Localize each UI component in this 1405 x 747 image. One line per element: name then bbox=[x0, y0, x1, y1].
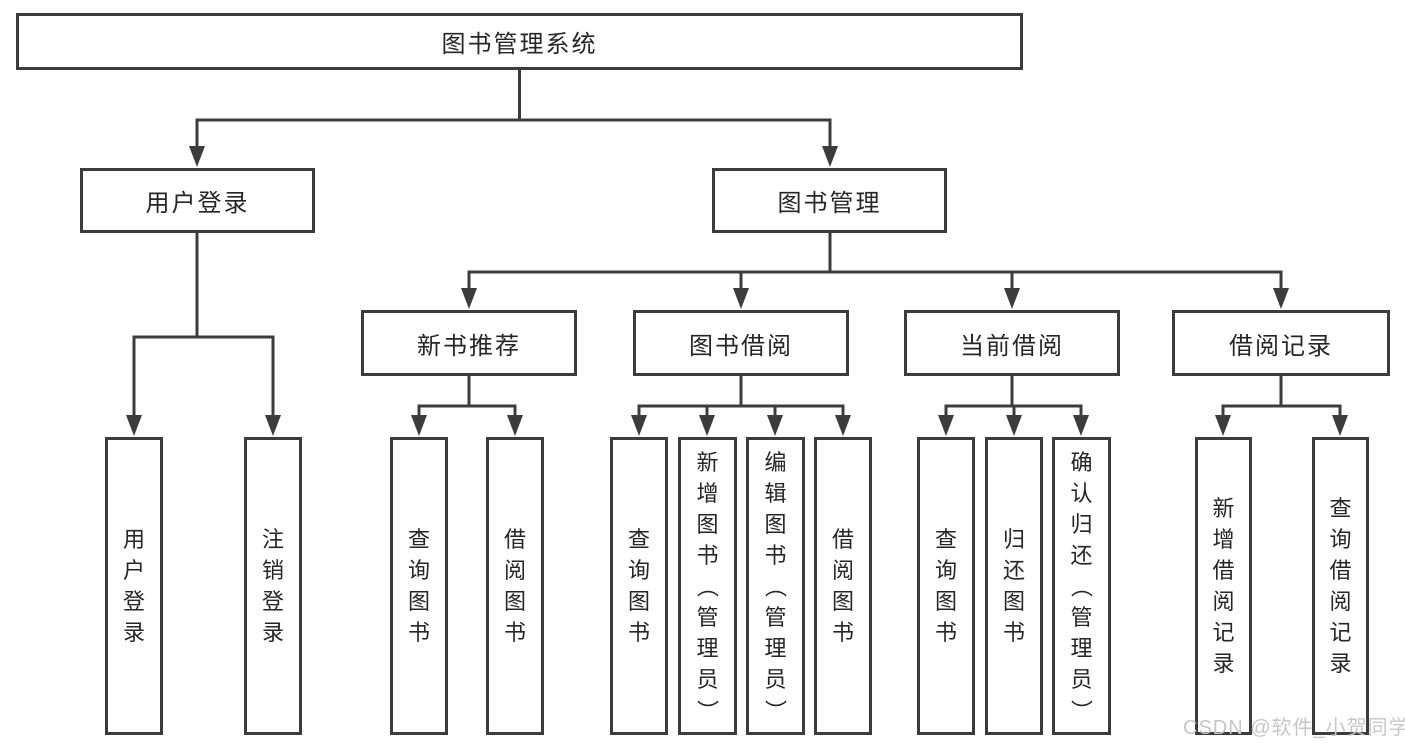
arrowhead bbox=[835, 415, 851, 436]
arrowhead bbox=[126, 415, 142, 436]
arrowhead bbox=[699, 415, 715, 436]
arrowhead bbox=[1215, 415, 1231, 436]
node-leaf-edit-books-admin: 编辑图书（管理员） bbox=[746, 437, 805, 735]
node-leaf-borrow-books-recommend: 借阅图书 bbox=[486, 437, 544, 735]
node-leaf-query-books-borrow: 查询图书 bbox=[610, 437, 668, 735]
node-leaf-query-books-current: 查询图书 bbox=[917, 437, 975, 735]
node-book-borrow: 图书借阅 bbox=[633, 310, 849, 376]
node-leaf-query-borrow-record-label: 查询借阅记录 bbox=[1329, 496, 1352, 676]
node-leaf-borrow-books-recommend-label: 借阅图书 bbox=[503, 527, 526, 645]
arrowhead bbox=[507, 415, 523, 436]
arrowhead bbox=[631, 415, 647, 436]
node-leaf-return-books: 归还图书 bbox=[985, 437, 1043, 735]
arrowhead bbox=[411, 415, 427, 436]
arrowheads bbox=[126, 146, 1348, 436]
arrowhead bbox=[938, 415, 954, 436]
connector-currentborrow-to-leaves bbox=[944, 376, 1083, 417]
node-leaf-query-borrow-record: 查询借阅记录 bbox=[1312, 437, 1369, 735]
node-leaf-query-books-current-label: 查询图书 bbox=[934, 527, 957, 645]
node-leaf-user-login-label: 用户登录 bbox=[122, 527, 145, 645]
node-leaf-query-books-recommend: 查询图书 bbox=[390, 437, 448, 735]
arrowhead bbox=[1073, 415, 1089, 436]
arrowhead bbox=[189, 146, 205, 167]
node-leaf-add-books-admin: 新增图书（管理员） bbox=[678, 437, 737, 735]
arrowhead bbox=[1006, 415, 1022, 436]
node-library-system-label: 图书管理系统 bbox=[441, 31, 598, 58]
node-leaf-logout-label: 注销登录 bbox=[261, 527, 284, 645]
connector-bookmgmt-to-level3 bbox=[467, 233, 1283, 290]
arrowhead bbox=[767, 415, 783, 436]
node-current-borrow: 当前借阅 bbox=[904, 310, 1120, 376]
node-current-borrow-label: 当前借阅 bbox=[960, 332, 1064, 360]
node-leaf-user-login: 用户登录 bbox=[105, 437, 163, 735]
node-borrow-records: 借阅记录 bbox=[1172, 310, 1390, 376]
node-leaf-confirm-return-admin: 确认归还（管理员） bbox=[1052, 437, 1111, 735]
connector-root-to-level2 bbox=[195, 70, 832, 148]
node-leaf-borrow-books: 借阅图书 bbox=[814, 437, 872, 735]
node-library-system: 图书管理系统 bbox=[16, 13, 1023, 70]
connector-newbooks-to-leaves bbox=[417, 376, 517, 417]
node-book-borrow-label: 图书借阅 bbox=[689, 332, 793, 360]
node-borrow-records-label: 借阅记录 bbox=[1229, 332, 1333, 360]
node-user-login: 用户登录 bbox=[80, 168, 315, 233]
node-user-login-label: 用户登录 bbox=[145, 190, 250, 217]
node-leaf-edit-books-admin-label: 编辑图书（管理员） bbox=[762, 449, 788, 722]
arrowhead bbox=[265, 415, 281, 436]
node-leaf-confirm-return-admin-label: 确认归还（管理员） bbox=[1068, 449, 1094, 722]
node-leaf-borrow-books-label: 借阅图书 bbox=[831, 527, 854, 645]
arrowhead bbox=[461, 288, 477, 309]
node-leaf-add-books-admin-label: 新增图书（管理员） bbox=[694, 449, 720, 722]
connector-bookborrow-to-leaves bbox=[637, 376, 845, 417]
arrowhead bbox=[1004, 288, 1020, 309]
arrowhead bbox=[1332, 415, 1348, 436]
node-leaf-add-borrow-record-label: 新增借阅记录 bbox=[1212, 496, 1235, 676]
arrowhead bbox=[1273, 288, 1289, 309]
node-new-book-recommend-label: 新书推荐 bbox=[417, 332, 521, 360]
node-leaf-logout: 注销登录 bbox=[244, 437, 302, 735]
node-new-book-recommend: 新书推荐 bbox=[361, 310, 577, 376]
node-book-management-label: 图书管理 bbox=[777, 190, 882, 217]
node-leaf-return-books-label: 归还图书 bbox=[1002, 527, 1025, 645]
node-leaf-query-books-borrow-label: 查询图书 bbox=[627, 527, 650, 645]
node-leaf-query-books-recommend-label: 查询图书 bbox=[407, 527, 430, 645]
node-book-management: 图书管理 bbox=[712, 168, 947, 233]
connector-userlogin-to-leaves bbox=[132, 233, 275, 417]
arrowhead bbox=[733, 288, 749, 309]
connector-records-to-leaves bbox=[1221, 376, 1342, 417]
node-leaf-add-borrow-record: 新增借阅记录 bbox=[1195, 437, 1252, 735]
arrowhead bbox=[822, 146, 838, 167]
csdn-watermark: CSDN @软件_小贺同学 bbox=[1183, 717, 1405, 739]
